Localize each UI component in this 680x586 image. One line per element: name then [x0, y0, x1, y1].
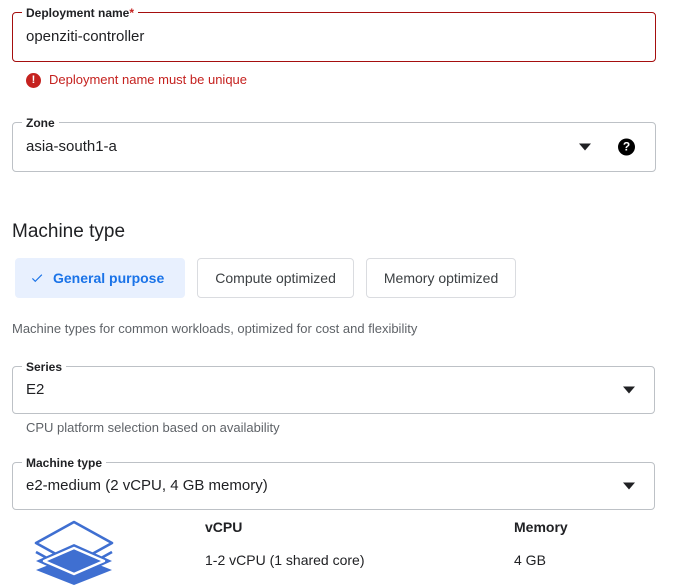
deployment-name-input[interactable]: openziti-controller	[26, 28, 145, 45]
machine-type-select-field[interactable]: Machine type e2-medium (2 vCPU, 4 GB mem…	[12, 455, 655, 510]
machine-specs-summary: vCPU 1-2 vCPU (1 shared core) Memory 4 G…	[0, 510, 680, 585]
machine-type-selected-value: e2-medium (2 vCPU, 4 GB memory)	[26, 477, 268, 494]
toggle-general-purpose-label: General purpose	[53, 270, 165, 286]
machine-type-heading: Machine type	[12, 221, 126, 242]
deployment-name-error: ! Deployment name must be unique	[26, 72, 247, 88]
series-selected-value: E2	[26, 381, 45, 398]
toggle-general-purpose[interactable]: General purpose	[15, 258, 186, 298]
chevron-down-icon[interactable]	[623, 482, 635, 490]
check-icon	[31, 274, 43, 283]
deployment-name-label: Deployment name*	[22, 5, 139, 21]
series-label: Series	[22, 359, 67, 375]
spec-value-memory: 4 GB	[514, 552, 546, 568]
spec-value-vcpu: 1-2 vCPU (1 shared core)	[205, 552, 365, 568]
toggle-memory-optimized-label: Memory optimized	[383, 270, 499, 286]
toggle-compute-optimized[interactable]: Compute optimized	[197, 258, 354, 298]
spec-column-memory: Memory 4 GB	[514, 518, 568, 570]
chevron-down-icon[interactable]	[579, 143, 591, 151]
error-exclamation-icon: !	[26, 72, 41, 88]
spec-column-vcpu: vCPU 1-2 vCPU (1 shared core)	[205, 518, 365, 570]
toggle-memory-optimized[interactable]: Memory optimized	[365, 258, 517, 298]
deployment-name-field[interactable]: Deployment name* openziti-controller	[12, 5, 656, 62]
spec-header-vcpu: vCPU	[205, 519, 243, 535]
toggle-compute-optimized-label: Compute optimized	[215, 270, 336, 286]
error-message-text: Deployment name must be unique	[49, 72, 248, 87]
machine-type-label: Machine type	[22, 455, 107, 471]
zone-label: Zone	[22, 115, 59, 131]
series-helper-text: CPU platform selection based on availabi…	[26, 420, 280, 435]
stacked-layers-icon	[34, 520, 114, 585]
zone-selected-value: asia-south1-a	[26, 138, 117, 155]
help-circle-icon[interactable]: ?	[618, 138, 635, 156]
machine-family-toggle-group: General purpose Compute optimized Memory…	[15, 258, 517, 298]
chevron-down-icon[interactable]	[623, 386, 635, 394]
zone-select-field[interactable]: Zone asia-south1-a ?	[12, 115, 656, 172]
spec-header-memory: Memory	[514, 519, 568, 535]
series-select-field[interactable]: Series E2	[12, 359, 655, 414]
machine-family-helper-text: Machine types for common workloads, opti…	[12, 321, 418, 336]
required-asterisk: *	[129, 6, 135, 20]
